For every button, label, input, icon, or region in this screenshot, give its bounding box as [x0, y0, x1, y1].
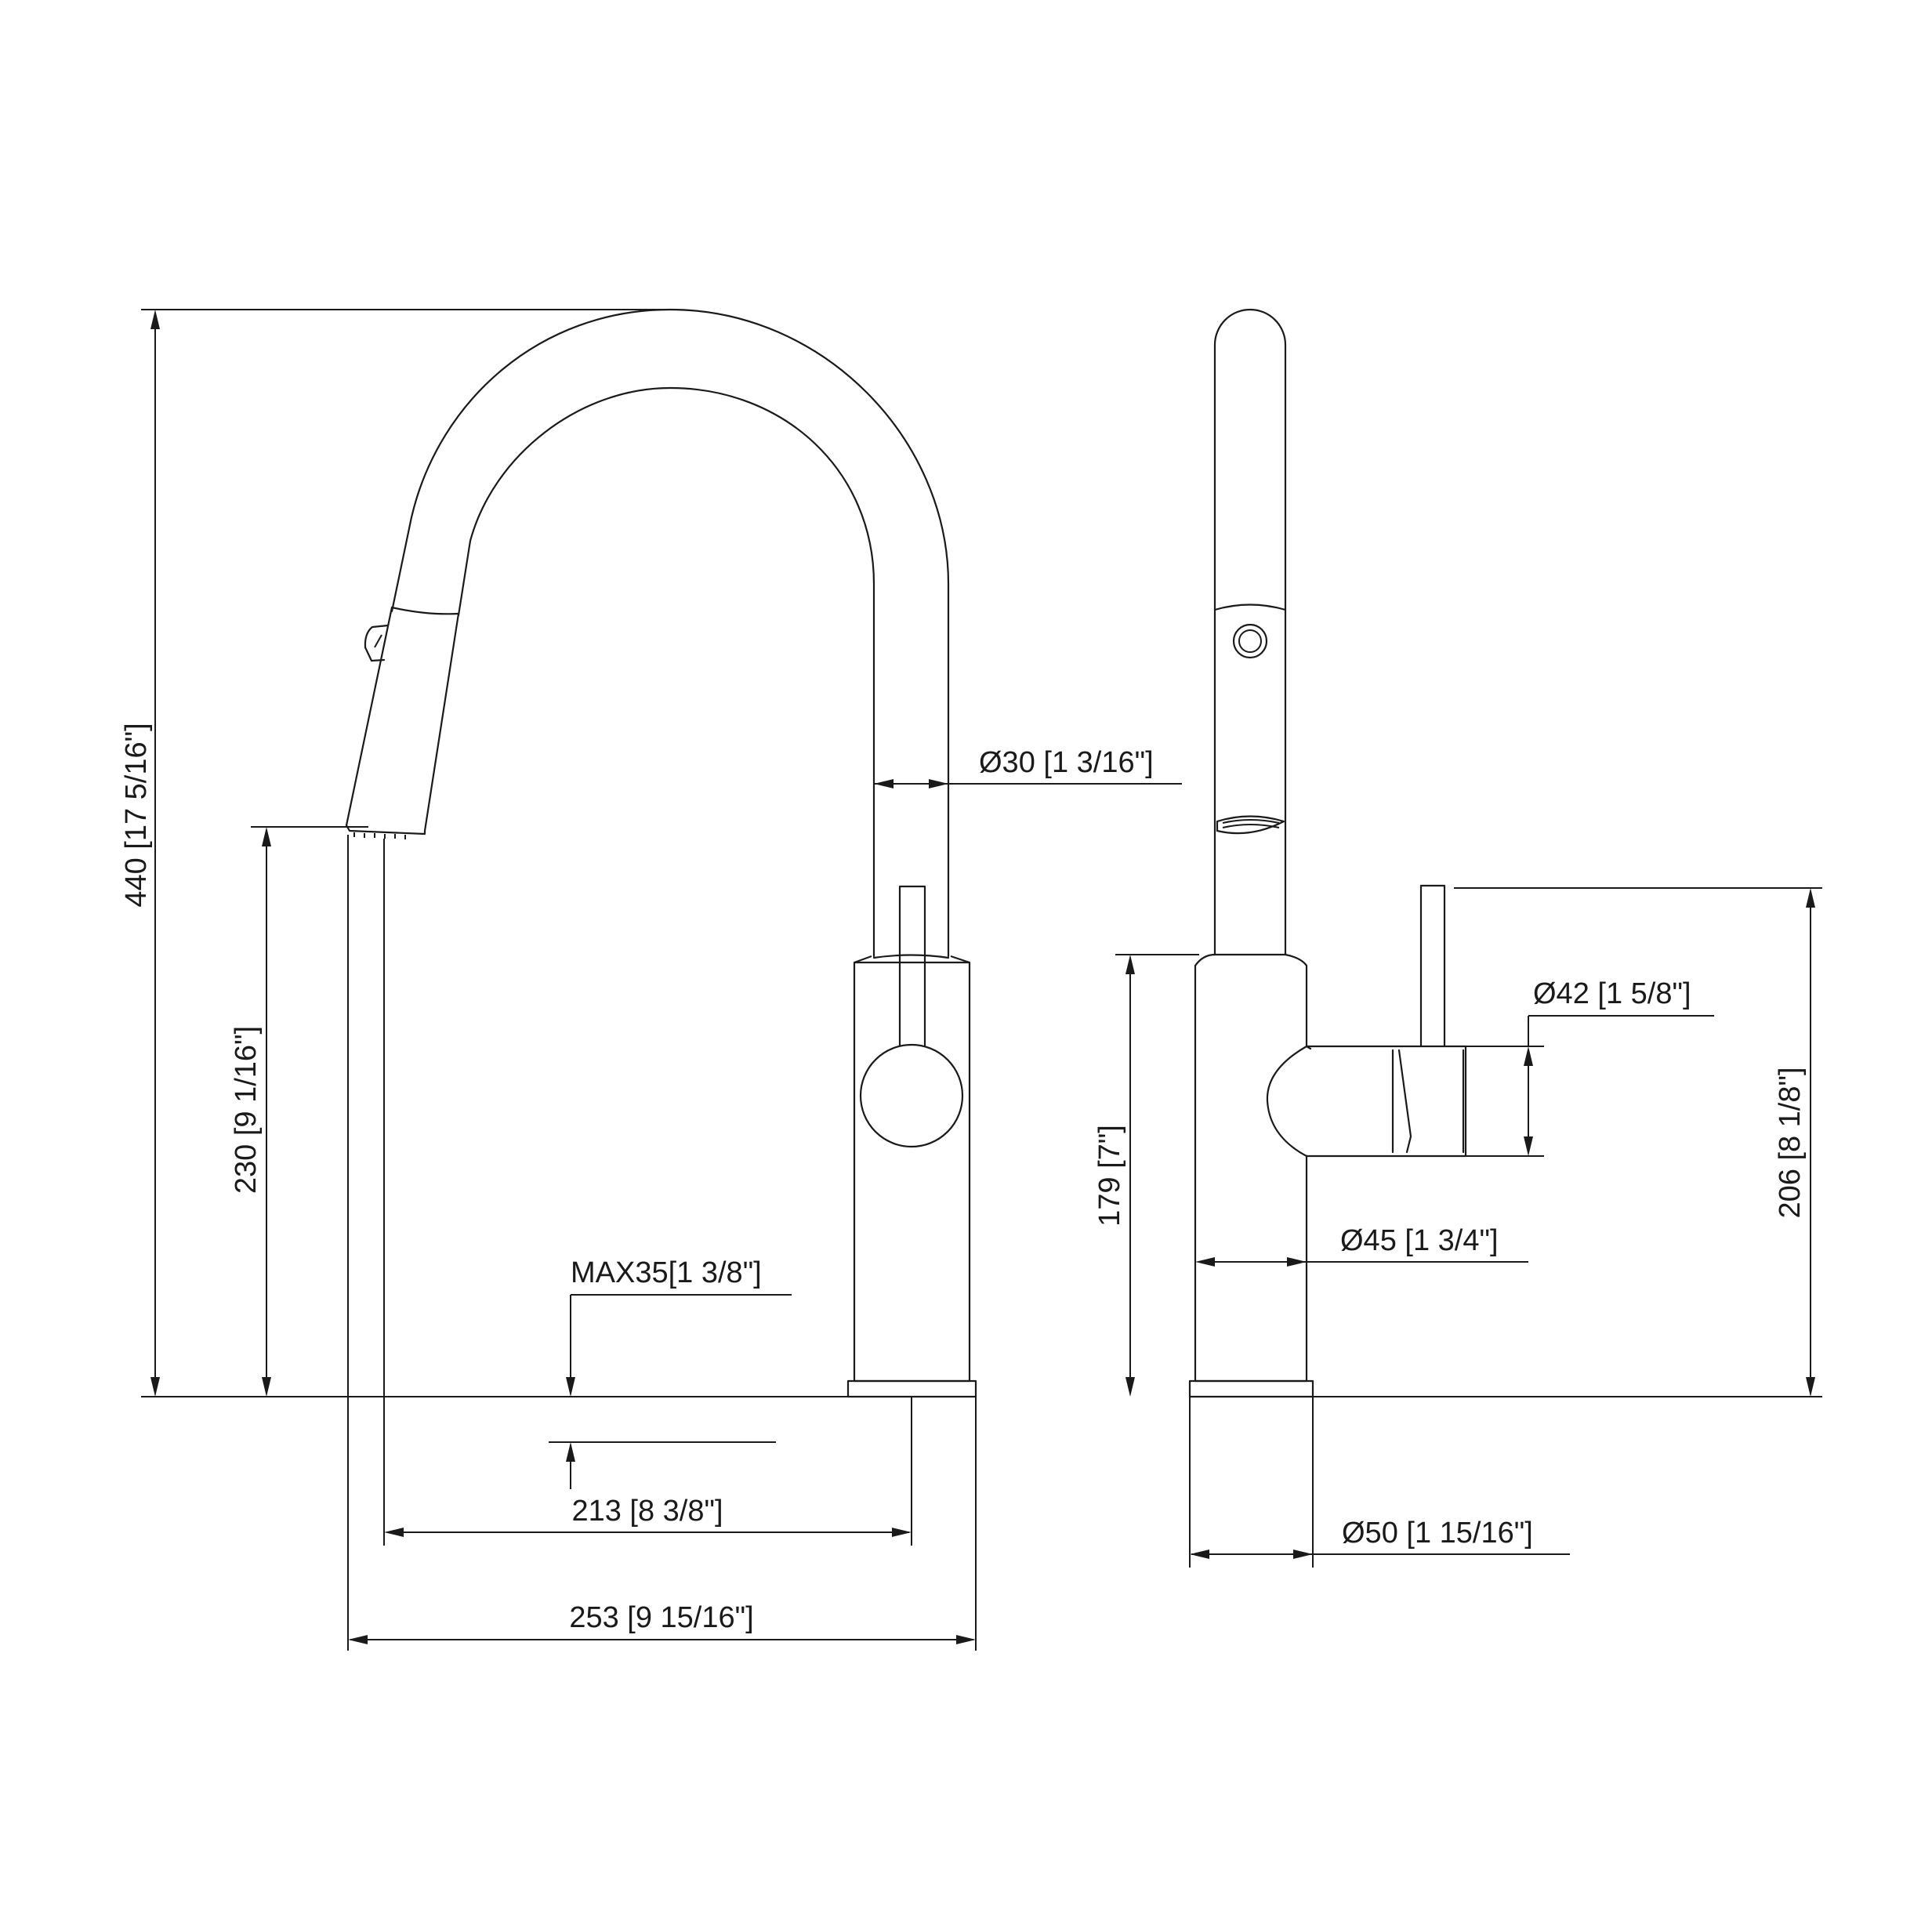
- overall-height-label: 440 [17 5/16"]: [120, 723, 153, 907]
- side-view-faucet: [1188, 308, 1467, 1398]
- spout-clearance-label: 230 [9 1/16"]: [230, 1026, 263, 1194]
- spout-diameter-label: Ø30 [1 3/16"]: [979, 746, 1154, 779]
- overall-depth-label: 253 [9 15/16"]: [569, 1601, 753, 1634]
- body-height-label: 179 [7"]: [1093, 1125, 1126, 1227]
- base-diameter-label: Ø50 [1 15/16"]: [1342, 1517, 1533, 1550]
- body-diameter-label: Ø45 [1 3/4"]: [1340, 1224, 1499, 1257]
- dimension-arrowheads: [150, 310, 1815, 1644]
- deck-thickness-label: MAX35[1 3/8"]: [571, 1256, 762, 1289]
- dimension-lines: [141, 309, 1822, 1651]
- spout-reach-label: 213 [8 3/8"]: [571, 1495, 723, 1528]
- handle-height-label: 206 [8 1/8"]: [1774, 1067, 1807, 1218]
- front-view-faucet: [345, 308, 977, 1398]
- handle-diameter-label: Ø42 [1 5/8"]: [1533, 977, 1691, 1010]
